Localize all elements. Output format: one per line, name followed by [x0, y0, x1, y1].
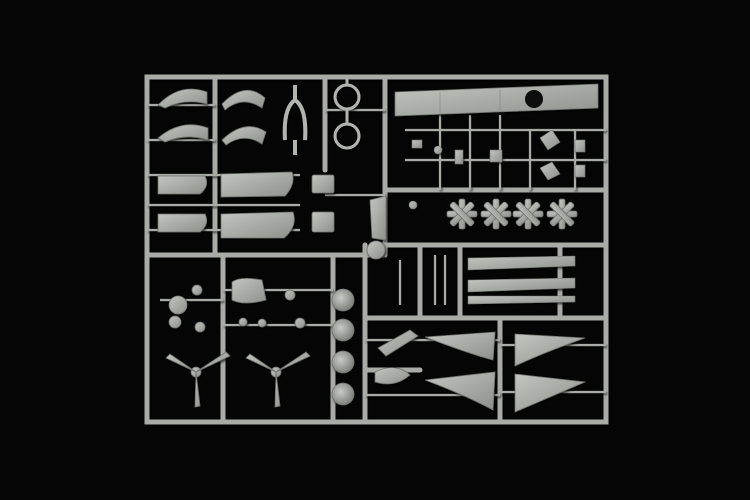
engine-parts — [446, 198, 578, 230]
long-struts — [467, 255, 576, 305]
ring-parts — [333, 78, 361, 150]
strut-part — [282, 85, 308, 155]
flap-parts — [157, 171, 295, 239]
cowling-parts — [168, 278, 306, 333]
wing-parts — [374, 329, 587, 413]
wheel-parts — [331, 288, 355, 406]
sprue-frame — [144, 74, 609, 425]
propeller-parts — [165, 351, 311, 408]
crescent-parts — [157, 88, 267, 146]
fuselage-panel — [394, 83, 599, 117]
block-parts — [311, 174, 387, 260]
small-bits — [408, 129, 586, 210]
